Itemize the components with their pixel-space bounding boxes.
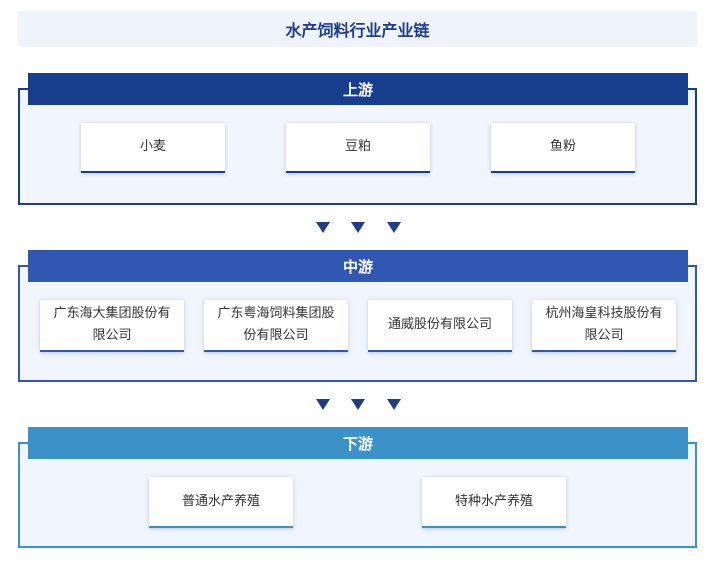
flow-arrow-icon: [351, 399, 365, 410]
midstream-item-hangzhou-haihuang: 杭州海皇科技股份有限公司: [532, 300, 676, 352]
diagram-title: 水产饲料行业产业链: [18, 11, 697, 47]
flow-arrow-icon: [387, 222, 401, 233]
upstream-item-fish-meal: 鱼粉: [491, 123, 635, 173]
upstream-item-wheat: 小麦: [81, 123, 225, 173]
midstream-item-yuehai-feed: 广东粤海饲料集团股份有限公司: [204, 300, 348, 352]
downstream-panel: [18, 442, 697, 548]
upstream-item-soybean-meal: 豆粕: [286, 123, 430, 173]
midstream-header: 中游: [28, 250, 688, 282]
flow-arrow-icon: [351, 222, 365, 233]
downstream-item-special-aquaculture: 特种水产养殖: [422, 477, 566, 528]
flow-arrow-icon: [387, 399, 401, 410]
downstream-item-regular-aquaculture: 普通水产养殖: [149, 477, 293, 528]
flow-arrow-icon: [316, 222, 330, 233]
flow-arrow-icon: [316, 399, 330, 410]
upstream-header: 上游: [28, 73, 688, 105]
downstream-header: 下游: [28, 427, 688, 459]
midstream-item-haid-group: 广东海大集团股份有限公司: [40, 300, 184, 352]
midstream-item-tongwei: 通威股份有限公司: [368, 300, 512, 352]
